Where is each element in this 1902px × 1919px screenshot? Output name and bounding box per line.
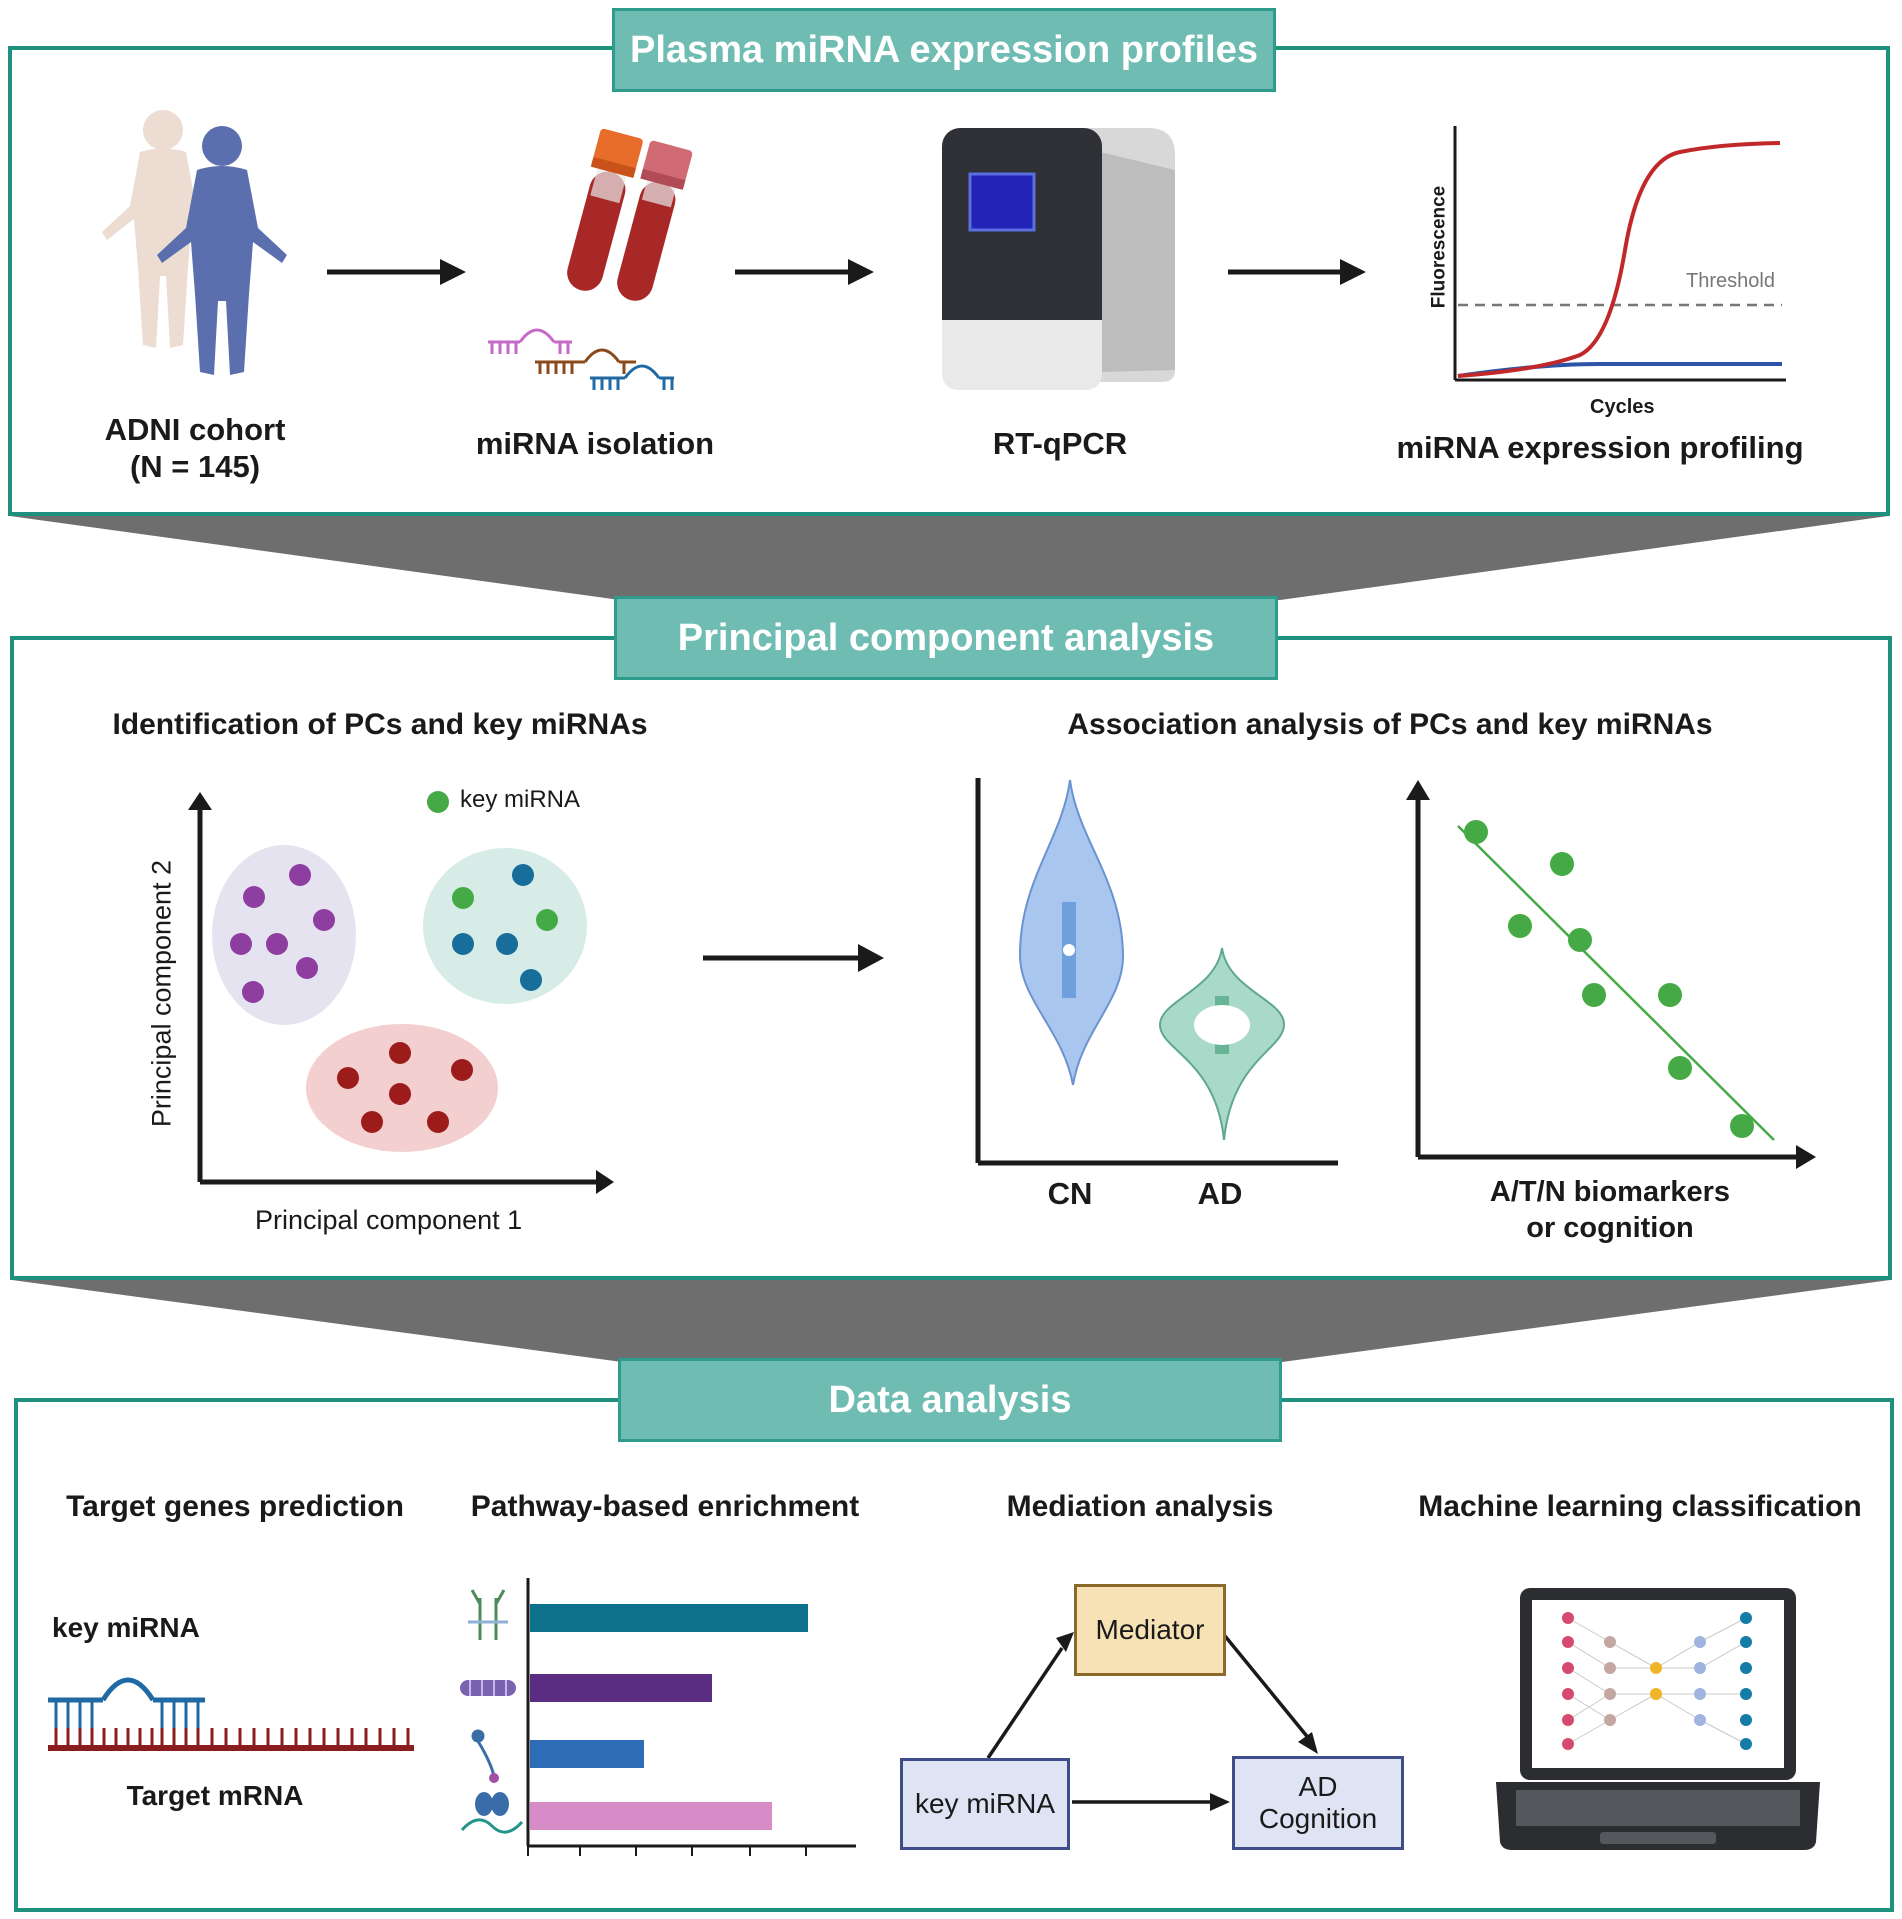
blood-tube-icon	[567, 128, 693, 301]
outcome-line-2: Cognition	[1258, 1803, 1378, 1834]
amplification-plot	[1453, 126, 1786, 382]
mrna-label: Target mRNA	[126, 1780, 304, 1811]
human-front-icon	[157, 126, 287, 375]
target-genes-heading: Target genes prediction	[66, 1490, 404, 1523]
mirna-duplex-icon	[48, 1677, 414, 1751]
pathway-bar-3	[530, 1740, 644, 1768]
panel2-title: Principal component analysis	[614, 596, 1278, 680]
arrow-head-b	[1298, 1732, 1318, 1754]
violin-cat-cn: CN	[1047, 1176, 1093, 1211]
laptop-icon	[1496, 1588, 1820, 1850]
flow-arrow-4	[703, 944, 884, 972]
cluster-teal-points	[452, 864, 558, 991]
arrow-head-a	[1056, 1632, 1074, 1652]
panel1-title: Plasma miRNA expression profiles	[612, 8, 1276, 92]
rtqpcr-label: RT-qPCR	[992, 426, 1128, 461]
connector-2-3	[12, 1280, 1890, 1362]
scatter-axes	[1406, 780, 1816, 1169]
pca-heading: Identification of PCs and key miRNAs	[112, 708, 648, 741]
association-heading: Association analysis of PCs and key miRN…	[1067, 708, 1713, 741]
legend-key-mirna-dot	[427, 791, 449, 813]
legend-key-mirna-label: key miRNA	[460, 786, 581, 813]
source-box: key miRNA	[900, 1758, 1070, 1850]
scatter-points	[1464, 820, 1754, 1138]
mediator-box: Mediator	[1074, 1584, 1226, 1676]
violin-cn-median	[1063, 944, 1075, 956]
violin-ad-median	[1194, 1005, 1250, 1045]
arrow-head-c	[1210, 1793, 1230, 1811]
qpcr-machine-icon	[942, 128, 1175, 390]
cohort-label-2: (N = 145)	[129, 449, 261, 484]
pathway-bar-2	[530, 1674, 712, 1702]
plot-xlabel: Cycles	[1590, 396, 1655, 418]
cluster-red-points	[337, 1042, 473, 1133]
mediation-heading: Mediation analysis	[1006, 1490, 1274, 1523]
scatter-fit-line	[1457, 825, 1775, 1141]
channel-icon	[460, 1680, 516, 1696]
mirna-strands-icon	[488, 328, 674, 390]
pathway-axes	[526, 1578, 856, 1856]
cluster-teal-ellipse	[423, 848, 587, 1004]
mediation-arrows	[986, 1634, 1312, 1804]
outcome-box: AD Cognition	[1232, 1756, 1404, 1850]
pathway-bar-1	[530, 1604, 808, 1632]
panel3-title: Data analysis	[618, 1358, 1282, 1442]
ml-heading: Machine learning classification	[1418, 1490, 1862, 1523]
isolation-label: miRNA isolation	[475, 426, 715, 461]
pathway-bar-4	[530, 1802, 772, 1830]
violin-axes	[975, 778, 1338, 1166]
pca-xlabel: Principal component 1	[255, 1205, 523, 1235]
plot-threshold-label: Threshold	[1686, 270, 1775, 292]
violin-cat-ad: AD	[1197, 1176, 1243, 1211]
curve-red	[1457, 141, 1781, 378]
flow-arrow-2	[735, 259, 874, 285]
connector-1-2	[10, 516, 1888, 600]
receptor-icon	[468, 1589, 508, 1640]
cohort-label-1: ADNI cohort	[104, 412, 286, 447]
signaling-icon	[471, 1729, 499, 1783]
neural-network-icon	[1562, 1612, 1752, 1750]
cluster-purple-points	[230, 864, 335, 1003]
mirna-label: key miRNA	[52, 1612, 200, 1643]
profiling-label: miRNA expression profiling	[1396, 430, 1804, 465]
pca-axes	[188, 792, 614, 1194]
scatter-xlabel-2: or cognition	[1526, 1212, 1694, 1244]
scatter-xlabel-1: A/T/N biomarkers	[1489, 1176, 1731, 1208]
flow-arrow-1	[327, 259, 466, 285]
immune-icon	[460, 1792, 524, 1834]
flow-arrow-3	[1228, 259, 1366, 285]
pathway-heading: Pathway-based enrichment	[470, 1490, 860, 1523]
outcome-line-1: AD	[1298, 1770, 1338, 1802]
